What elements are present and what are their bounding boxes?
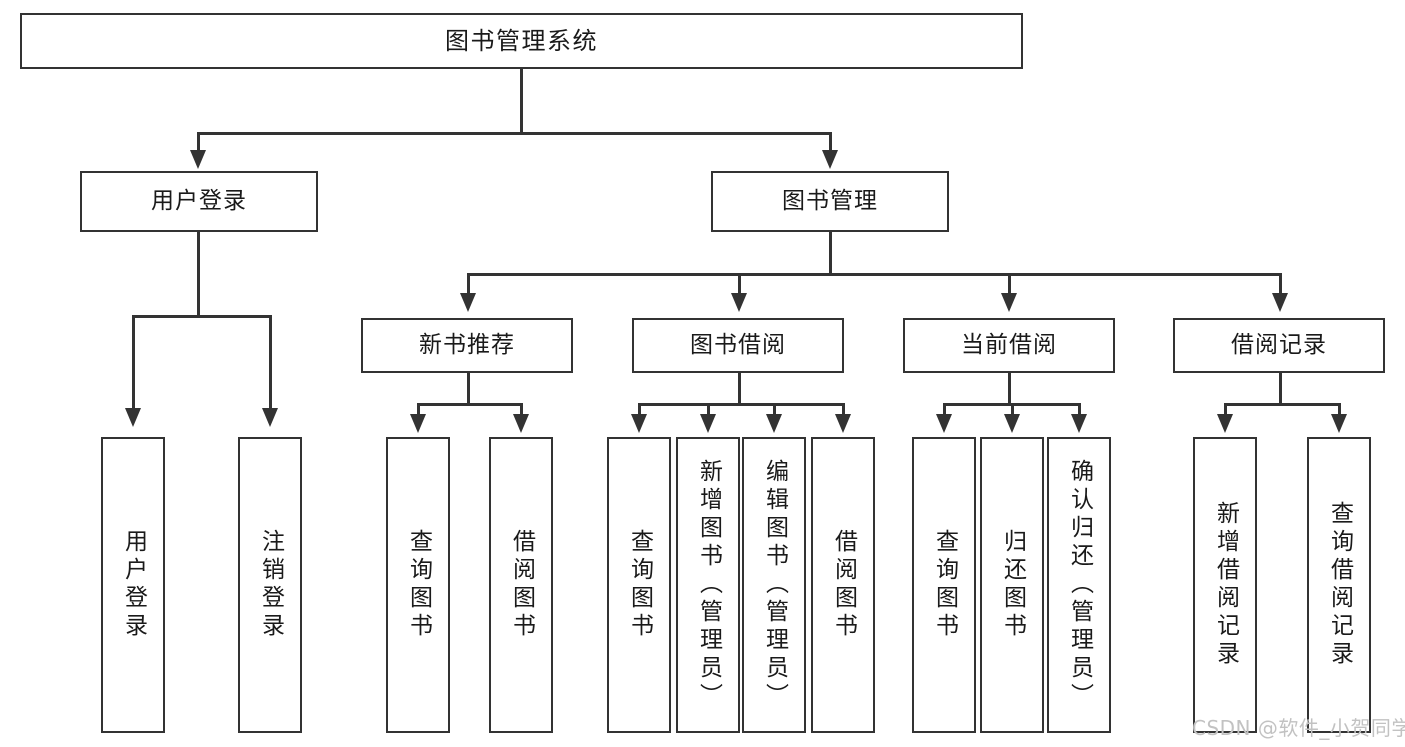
arrowhead-book-manage	[822, 150, 838, 169]
node-label: 当前借阅	[961, 331, 1057, 358]
leaf-br-add-record[interactable]: 新增借阅记录	[1193, 437, 1257, 733]
node-label: 图书管理系统	[445, 26, 598, 55]
arrowhead-leaf-logout	[262, 408, 278, 427]
arrowhead-bb-leaf-4	[835, 414, 851, 433]
connector-borrow-record-bus	[1224, 403, 1341, 406]
connector-drop-bb-leaf-3	[773, 403, 776, 417]
arrowhead-nb-leaf-2	[513, 414, 529, 433]
leaf-cb-query-book[interactable]: 查询图书	[912, 437, 976, 733]
connector-drop-cb-leaf-3	[1078, 403, 1081, 417]
arrowhead-user-login	[190, 150, 206, 169]
connector-drop-user-login	[197, 132, 200, 154]
leaf-bb-borrow-book[interactable]: 借阅图书	[811, 437, 875, 733]
arrowhead-cb-leaf-2	[1004, 414, 1020, 433]
connector-level2-bus	[467, 273, 1282, 276]
node-current-borrow[interactable]: 当前借阅	[903, 318, 1115, 373]
arrowhead-cb-leaf-3	[1071, 414, 1087, 433]
connector-new-book-stem	[467, 373, 470, 405]
connector-drop-book-borrow	[738, 273, 741, 297]
node-label: 新增图书（管理员）	[695, 459, 722, 711]
arrowhead-leaf-user-login	[125, 408, 141, 427]
leaf-user-login[interactable]: 用户登录	[101, 437, 165, 733]
node-label: 用户登录	[151, 187, 247, 214]
connector-drop-nb-leaf-2	[520, 403, 523, 417]
connector-drop-cb-leaf-1	[943, 403, 946, 417]
leaf-cb-confirm-return-admin[interactable]: 确认归还（管理员）	[1047, 437, 1111, 733]
arrowhead-nb-leaf-1	[410, 414, 426, 433]
connector-drop-bb-leaf-2	[707, 403, 710, 417]
connector-book-borrow-bus	[638, 403, 844, 406]
connector-level1-bus	[197, 132, 831, 135]
arrowhead-new-book	[460, 293, 476, 312]
node-label: 确认归还（管理员）	[1066, 459, 1093, 711]
node-label: 新增借阅记录	[1212, 501, 1239, 669]
connector-drop-cb-leaf-2	[1011, 403, 1014, 417]
connector-drop-new-book	[467, 273, 470, 297]
connector-drop-leaf-logout	[269, 315, 272, 411]
arrowhead-bb-leaf-2	[700, 414, 716, 433]
leaf-logout[interactable]: 注销登录	[238, 437, 302, 733]
node-label: 用户登录	[120, 529, 147, 641]
connector-user-login-bus	[132, 315, 271, 318]
arrowhead-br-leaf-2	[1331, 414, 1347, 433]
connector-drop-bb-leaf-1	[638, 403, 641, 417]
node-label: 查询图书	[405, 529, 432, 641]
node-book-management[interactable]: 图书管理	[711, 171, 949, 232]
connector-drop-book-manage	[829, 132, 832, 154]
leaf-br-query-record[interactable]: 查询借阅记录	[1307, 437, 1371, 733]
connector-drop-br-leaf-1	[1224, 403, 1227, 417]
node-root-system[interactable]: 图书管理系统	[20, 13, 1023, 69]
node-label: 查询图书	[626, 529, 653, 641]
connector-drop-br-leaf-2	[1338, 403, 1341, 417]
node-label: 编辑图书（管理员）	[761, 459, 788, 711]
node-borrow-record[interactable]: 借阅记录	[1173, 318, 1385, 373]
connector-drop-nb-leaf-1	[417, 403, 420, 417]
arrowhead-bb-leaf-3	[766, 414, 782, 433]
arrowhead-borrow-record	[1272, 293, 1288, 312]
node-label: 借阅记录	[1231, 331, 1327, 358]
connector-drop-bb-leaf-4	[842, 403, 845, 417]
node-label: 注销登录	[257, 529, 284, 641]
node-book-borrow[interactable]: 图书借阅	[632, 318, 844, 373]
leaf-bb-add-book-admin[interactable]: 新增图书（管理员）	[676, 437, 740, 733]
connector-borrow-record-stem	[1279, 373, 1282, 405]
node-label: 新书推荐	[419, 331, 515, 358]
leaf-nb-query-book[interactable]: 查询图书	[386, 437, 450, 733]
arrowhead-br-leaf-1	[1217, 414, 1233, 433]
node-new-book-recommend[interactable]: 新书推荐	[361, 318, 573, 373]
connector-new-book-bus	[417, 403, 523, 406]
leaf-bb-query-book[interactable]: 查询图书	[607, 437, 671, 733]
connector-book-borrow-stem	[738, 373, 741, 405]
connector-current-borrow-stem	[1008, 373, 1011, 405]
node-label: 借阅图书	[830, 529, 857, 641]
connector-book-manage-stem	[829, 232, 832, 275]
arrowhead-book-borrow	[731, 293, 747, 312]
connector-root-stem	[520, 69, 523, 133]
connector-user-login-stem	[197, 232, 200, 317]
connector-drop-current-borrow	[1008, 273, 1011, 297]
node-user-login[interactable]: 用户登录	[80, 171, 318, 232]
node-label: 查询借阅记录	[1326, 501, 1353, 669]
leaf-nb-borrow-book[interactable]: 借阅图书	[489, 437, 553, 733]
connector-drop-leaf-user-login	[132, 315, 135, 411]
node-label: 图书借阅	[690, 331, 786, 358]
node-label: 归还图书	[999, 529, 1026, 641]
leaf-cb-return-book[interactable]: 归还图书	[980, 437, 1044, 733]
arrowhead-cb-leaf-1	[936, 414, 952, 433]
leaf-bb-edit-book-admin[interactable]: 编辑图书（管理员）	[742, 437, 806, 733]
connector-drop-borrow-record	[1279, 273, 1282, 297]
arrowhead-current-borrow	[1001, 293, 1017, 312]
node-label: 图书管理	[782, 187, 878, 214]
node-label: 查询图书	[931, 529, 958, 641]
node-label: 借阅图书	[508, 529, 535, 641]
arrowhead-bb-leaf-1	[631, 414, 647, 433]
